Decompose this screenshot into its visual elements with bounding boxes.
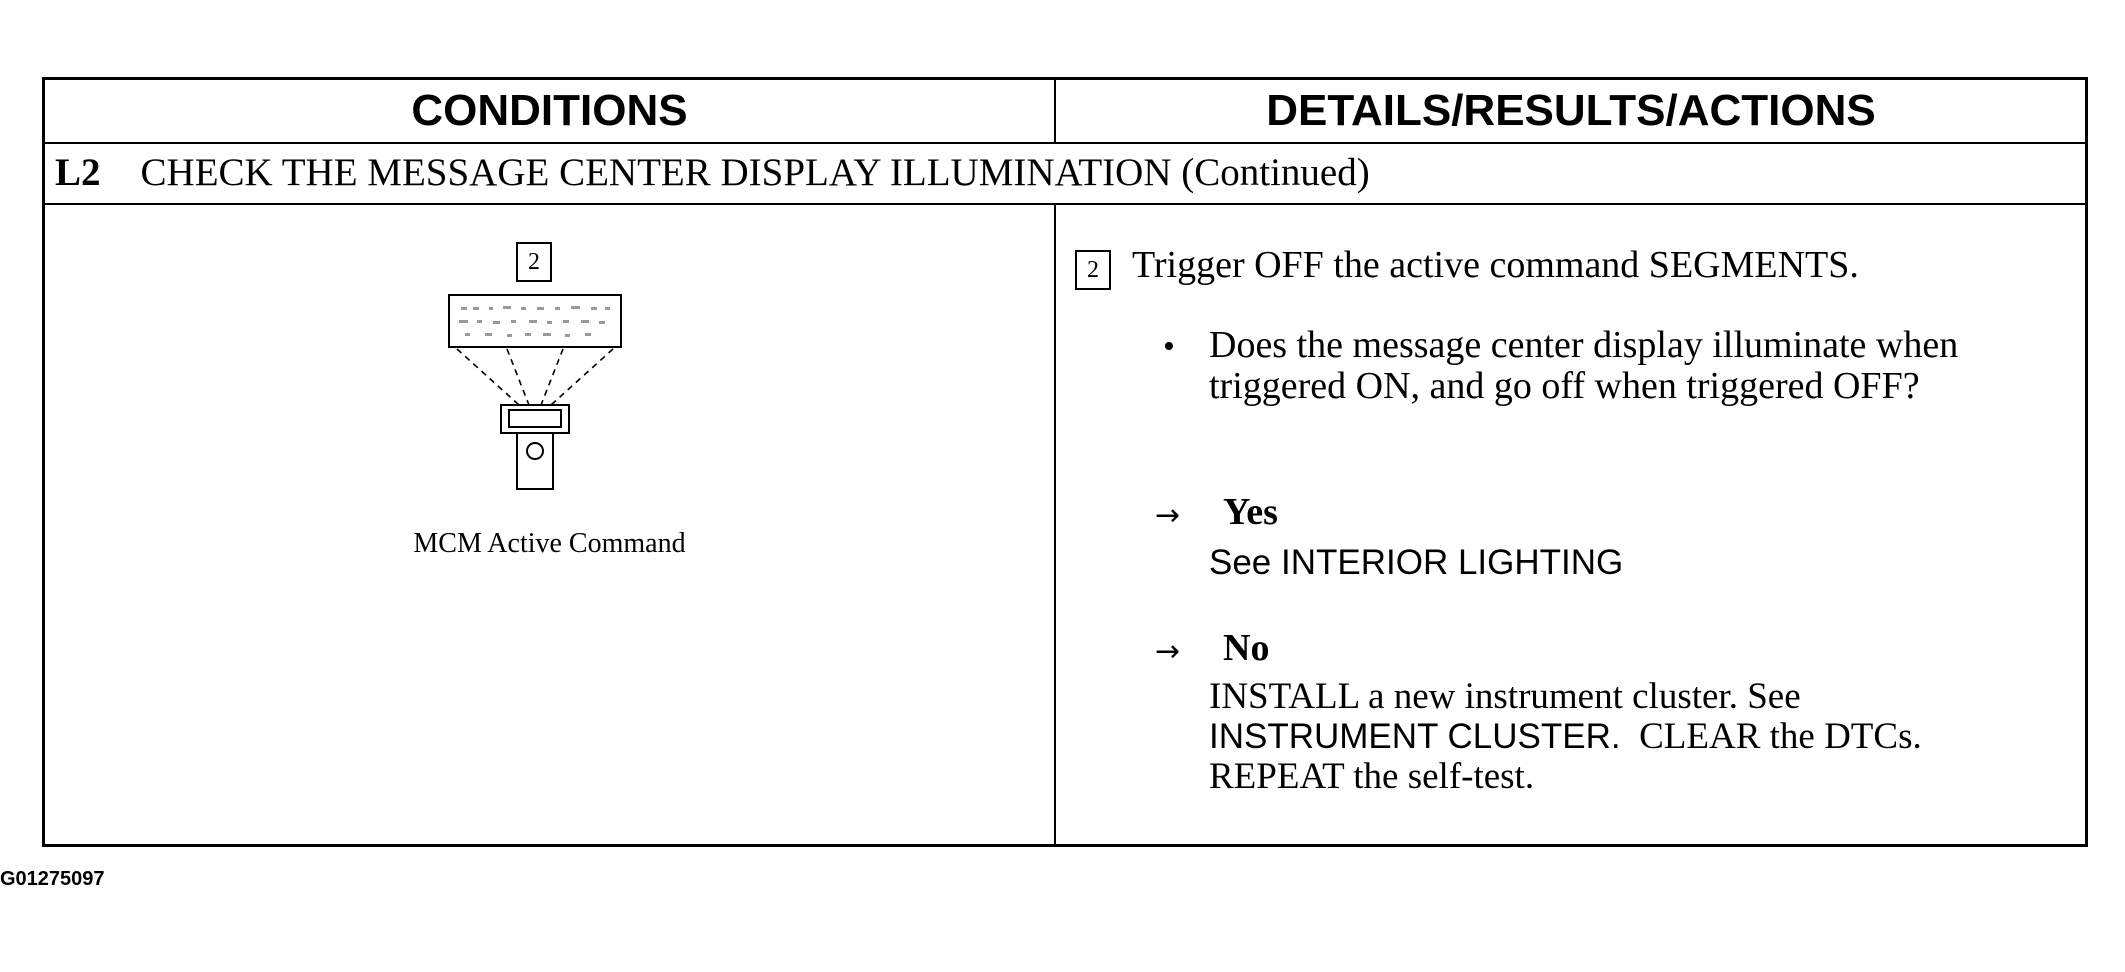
- no-label: No: [1223, 627, 1270, 669]
- no-arrow-icon: →: [1155, 634, 1181, 669]
- scan-tool-display-icon: [448, 294, 622, 490]
- bullet-icon: •: [1163, 328, 1175, 365]
- conditions-header: CONDITIONS: [411, 86, 688, 135]
- no-action-line-3: REPEAT the self-test.: [1209, 756, 1535, 797]
- yes-arrow-icon: →: [1155, 498, 1181, 533]
- no-action: INSTALL a new instrument cluster. See IN…: [1209, 677, 1922, 797]
- header-divider: [45, 142, 2085, 144]
- conditions-step-number: 2: [516, 242, 552, 282]
- yes-action: See INTERIOR LIGHTING: [1209, 543, 1624, 582]
- no-action-clear: CLEAR the DTCs.: [1620, 716, 1922, 757]
- column-divider-top: [1054, 80, 1056, 142]
- reference-code: G01275097: [0, 868, 105, 890]
- test-question: Does the message center display illumina…: [1209, 324, 1959, 407]
- section-divider: [45, 203, 2085, 205]
- details-header: DETAILS/RESULTS/ACTIONS: [1266, 86, 1876, 135]
- section-title-row: L2 CHECK THE MESSAGE CENTER DISPLAY ILLU…: [55, 142, 1370, 203]
- diagnostic-table: CONDITIONS DETAILS/RESULTS/ACTIONS L2 CH…: [42, 77, 2088, 847]
- no-action-line-2: INSTRUMENT CLUSTER. CLEAR the DTCs.: [1209, 717, 1922, 757]
- section-title: CHECK THE MESSAGE CENTER DISPLAY ILLUMIN…: [140, 151, 1370, 194]
- details-step-number: 2: [1075, 250, 1111, 290]
- yes-label: Yes: [1223, 491, 1278, 533]
- no-action-line-1: INSTALL a new instrument cluster. See: [1209, 676, 1801, 717]
- figure-caption: MCM Active Command: [413, 528, 686, 559]
- section-code: L2: [55, 151, 101, 194]
- step-instruction: Trigger OFF the active command SEGMENTS.: [1132, 244, 1859, 286]
- column-divider-bottom: [1054, 205, 1056, 844]
- no-action-ref: INSTRUMENT CLUSTER.: [1209, 717, 1621, 756]
